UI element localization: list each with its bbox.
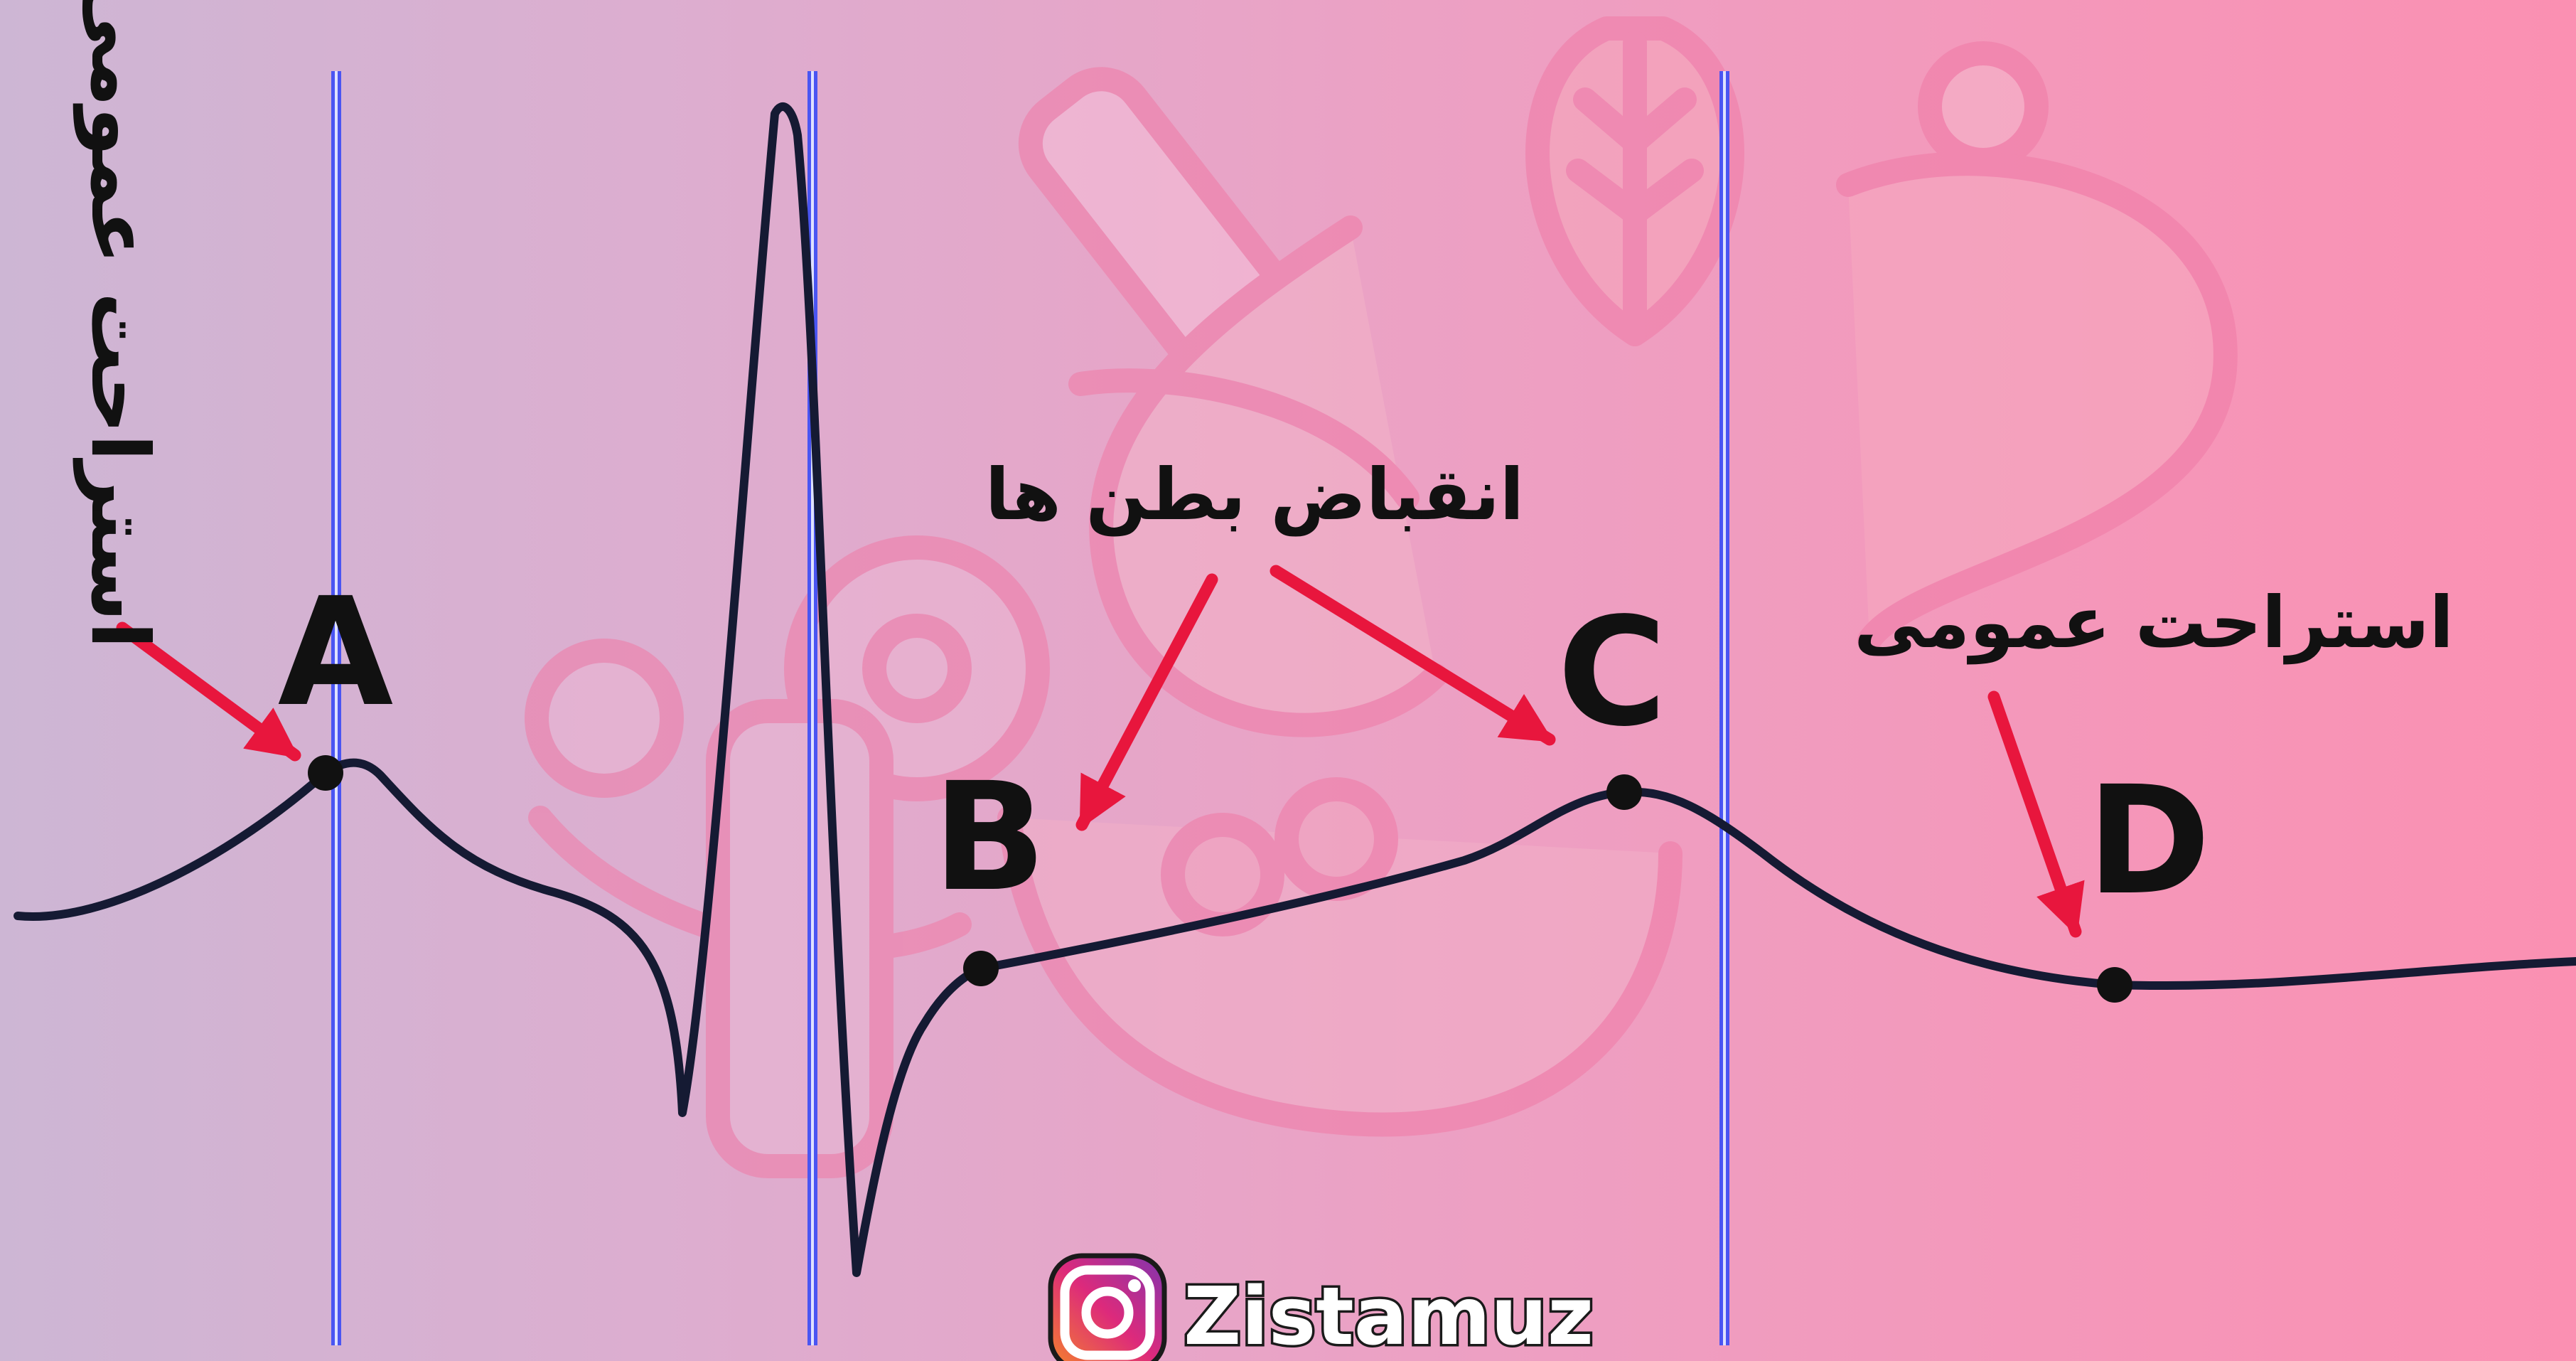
point-c-label: C (1557, 585, 1667, 759)
brand-footer: Zistamuz (1048, 1253, 1596, 1361)
arrow-to-b (1075, 573, 1218, 831)
ecg-trace (14, 102, 2576, 1277)
point-c-dot (1606, 774, 1642, 810)
rest-label-right: استراحت عمومی (1854, 581, 2454, 665)
rest-label-vertical: استراحت عمومی (73, 0, 166, 649)
instagram-icon (1048, 1253, 1167, 1361)
watermark-logo (525, 16, 2238, 1178)
brand-name: Zistamuz (1184, 1271, 1594, 1361)
ventricle-contraction-label: انقباض بطن ها (985, 453, 1524, 537)
point-d-label: D (2087, 754, 2211, 928)
point-a-dot (308, 755, 343, 791)
point-b-dot (963, 951, 999, 986)
arrow-to-d (1987, 690, 2085, 938)
arrow-to-a (116, 621, 301, 762)
arrow-to-c (1270, 565, 1556, 746)
point-a-label: A (278, 565, 394, 740)
point-d-dot (2097, 967, 2132, 1003)
point-b-label: B (933, 750, 1046, 924)
